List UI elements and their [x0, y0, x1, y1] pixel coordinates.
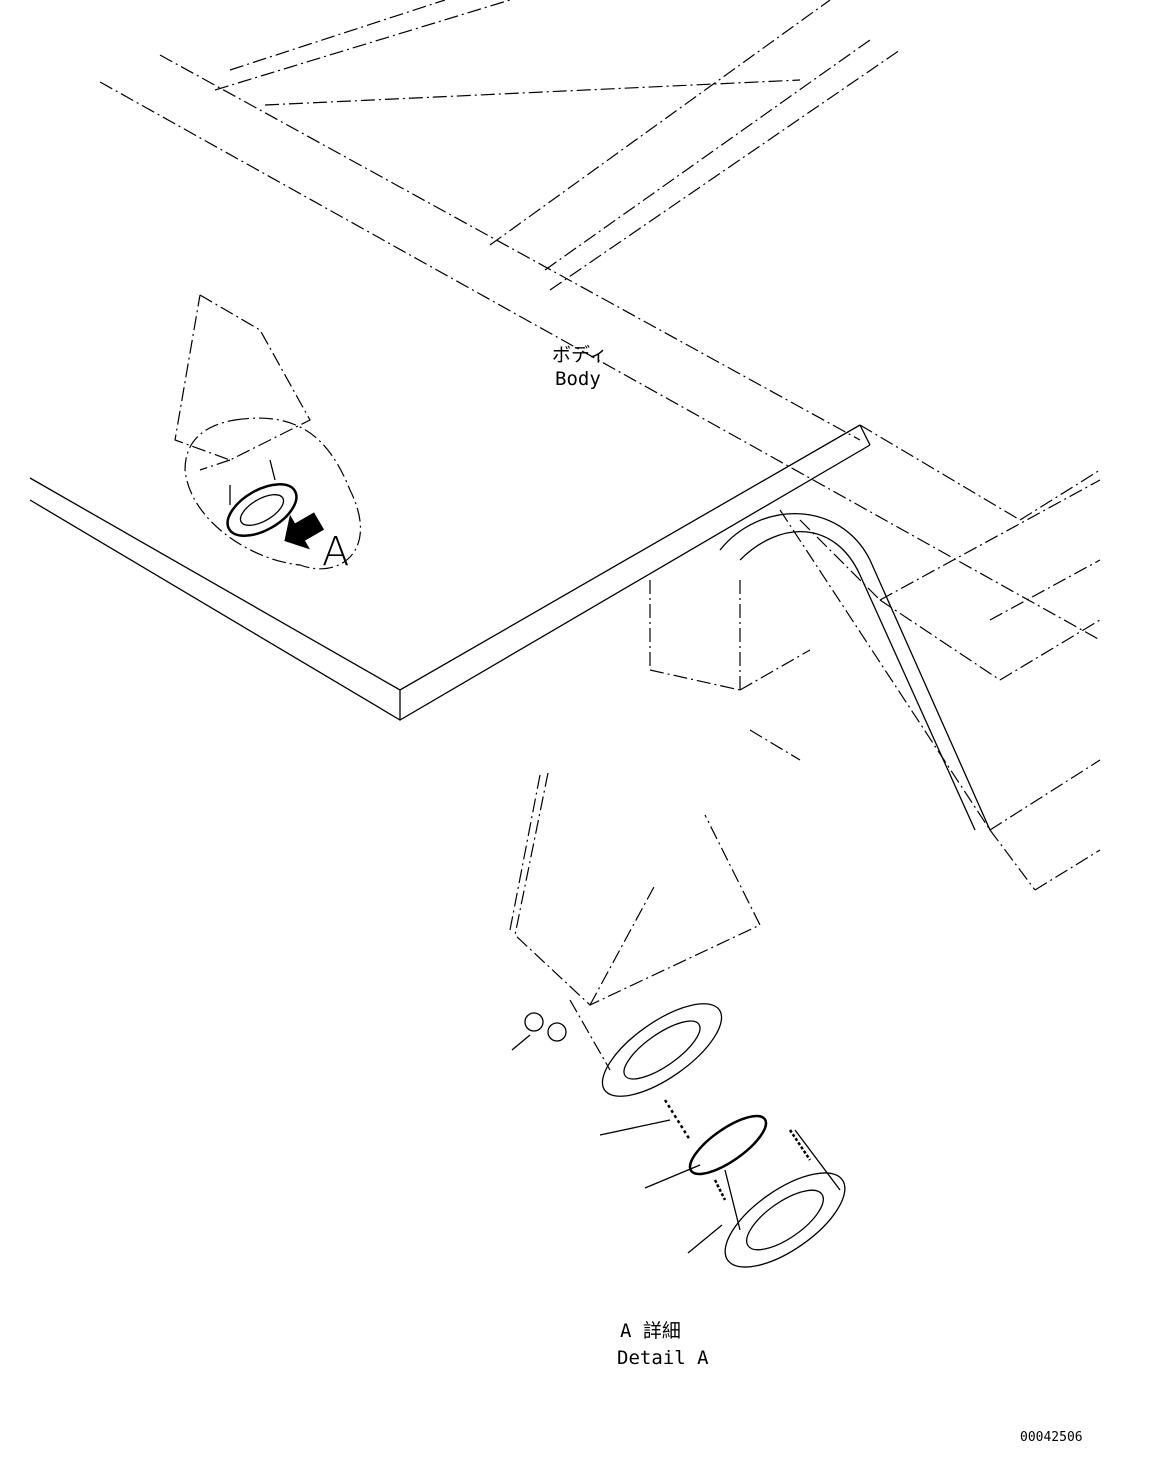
body-label-jp: ボディ [552, 344, 608, 366]
view-arrow-icon [284, 512, 325, 550]
body-frame [29, 424, 991, 831]
drawing-number: 00042506 [1020, 1430, 1083, 1445]
detail-label-en: Detail A [617, 1347, 709, 1369]
flange-location [226, 459, 298, 537]
detail-label-jp: A 詳細 [620, 1320, 681, 1342]
body-outline-phantom [99, 0, 1101, 891]
detail-a-drawing [509, 772, 846, 1268]
view-marker-label: A [322, 529, 350, 575]
body-label-en: Body [555, 368, 601, 390]
